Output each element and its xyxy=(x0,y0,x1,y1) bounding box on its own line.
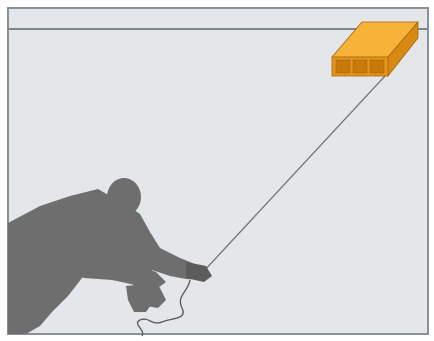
device-slot-3 xyxy=(370,60,384,73)
device-slot-2 xyxy=(353,60,367,73)
device-slot-1 xyxy=(336,60,350,73)
